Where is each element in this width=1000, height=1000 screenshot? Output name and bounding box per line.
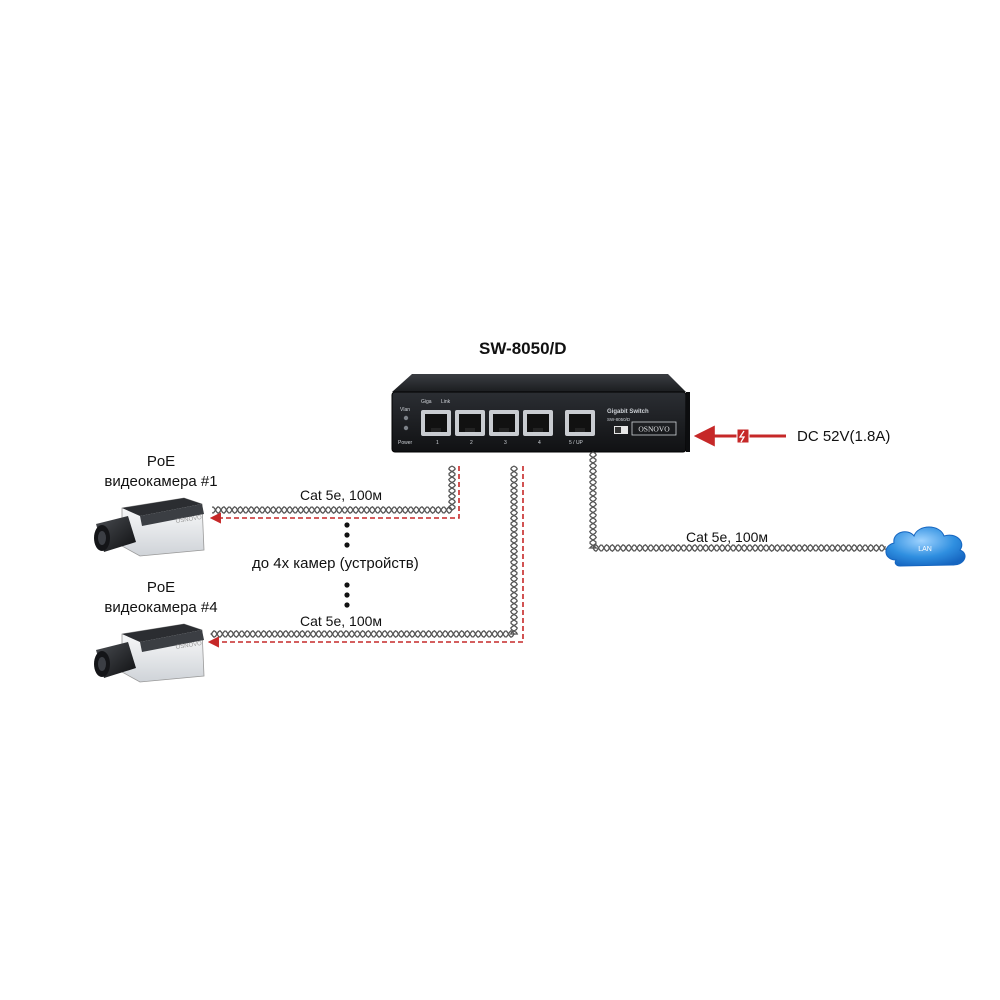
max-cameras-note: до 4х камер (устройств): [252, 555, 419, 572]
switch-model-title: SW-8050/D: [479, 339, 567, 358]
power-fuse-icon: [736, 428, 750, 444]
led-label-giga: Giga: [421, 399, 432, 405]
cable-cam4-strand-2: [210, 465, 519, 639]
power-label: Power: [398, 440, 413, 446]
led-label-vlan: Vlan: [400, 407, 410, 413]
port-label-5: 5 / UP: [569, 440, 584, 446]
lan-label: LAN: [918, 546, 932, 553]
port-3[interactable]: 3: [489, 410, 519, 446]
camera-1-label: PoE видеокамера #1: [86, 452, 236, 492]
switch-face-title: Gigabit Switch: [607, 409, 649, 415]
camera-4-label: PoE видеокамера #4: [86, 578, 236, 618]
port-label-2: 2: [470, 440, 473, 446]
cables: [207, 451, 887, 648]
poe-power-line-cam1: [209, 466, 460, 524]
led-indicator: [403, 415, 409, 421]
camera-4-label-line1: PoE: [146, 579, 176, 596]
cable-label-cam1: Cat 5e, 100м: [300, 487, 383, 503]
camera-4-label-line2: видеокамера #4: [104, 599, 218, 616]
svg-text:OSNOVO: OSNOVO: [175, 515, 202, 525]
power-input-arrow: [693, 425, 786, 447]
cable-uplink-strand-2: [588, 451, 887, 553]
port-2[interactable]: 2: [455, 410, 485, 446]
brand-logo: [631, 421, 677, 436]
svg-text:OSNOVO: OSNOVO: [175, 641, 202, 651]
switch-top: [392, 374, 686, 392]
cable-label-uplink: Cat 5e, 100м: [686, 529, 769, 545]
port-4[interactable]: 4: [523, 410, 553, 446]
cable-label-cam4: Cat 5e, 100м: [300, 613, 383, 629]
led-label-link: Link: [441, 399, 451, 405]
port-5-uplink[interactable]: 5 / UP: [565, 410, 595, 446]
brand-logo-text: OSNOVO: [638, 425, 670, 434]
continuation-dots: [344, 522, 350, 608]
camera-1-icon: OSNOVO: [94, 497, 205, 557]
power-label: DC 52V(1.8A): [797, 428, 891, 445]
port-1[interactable]: 1: [421, 410, 451, 446]
switch-device: Vlan Giga Link Power 1 2 3 4: [391, 374, 690, 453]
port-label-1: 1: [436, 440, 439, 446]
switch-face-model: SW-8050/D: [607, 417, 631, 422]
poe-power-line-cam4: [207, 466, 524, 648]
port-label-3: 3: [504, 440, 507, 446]
led-indicator: [403, 425, 409, 431]
lan-cloud-icon: LAN: [885, 526, 966, 567]
camera-4-icon: OSNOVO: [94, 623, 205, 683]
port-label-4: 4: [538, 440, 541, 446]
cable-cam4-strand-1: [210, 465, 519, 639]
cable-uplink-strand-1: [588, 451, 887, 553]
cable-cam1-strand-1: [212, 465, 457, 515]
camera-1-label-line2: видеокамера #1: [104, 473, 218, 490]
camera-1-label-line1: PoE: [146, 453, 176, 470]
